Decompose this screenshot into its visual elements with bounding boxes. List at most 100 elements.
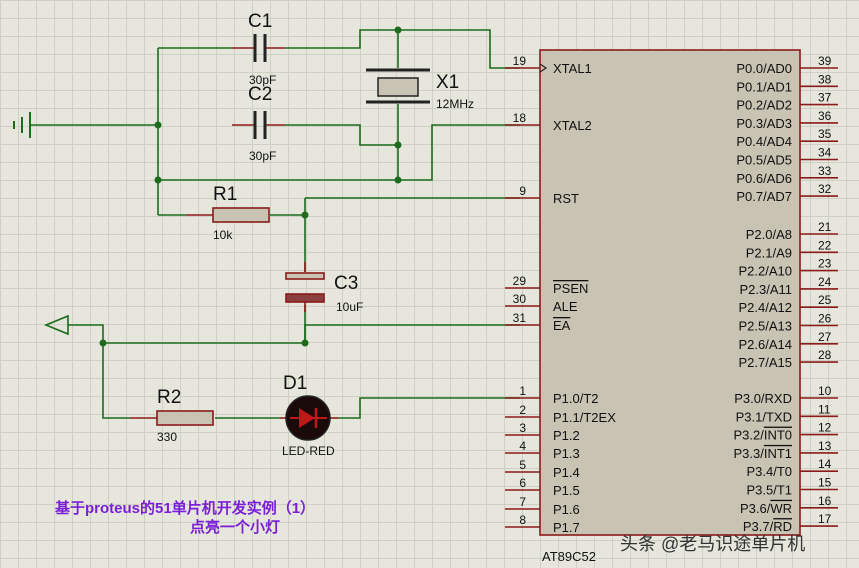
pin-name: P3.3/INT1 xyxy=(733,446,792,461)
x1-ref: X1 xyxy=(436,72,459,93)
pin-number: 23 xyxy=(818,257,832,271)
capacitor-c3[interactable]: C3 10uF xyxy=(285,262,363,314)
pin-name: P2.0/A8 xyxy=(746,227,792,242)
c1-value: 30pF xyxy=(249,73,276,87)
pin-number: 15 xyxy=(818,476,832,490)
pin-name: P2.1/A9 xyxy=(746,245,792,260)
pin-name: P1.5 xyxy=(553,483,580,498)
pin-number: 32 xyxy=(818,182,832,196)
r2-value: 330 xyxy=(157,430,177,444)
capacitor-c1[interactable]: C1 30pF xyxy=(232,11,285,87)
pin-name: P2.3/A11 xyxy=(739,282,792,297)
caption-line1: 基于proteus的51单片机开发实例（1） xyxy=(55,500,316,517)
junction-dot xyxy=(301,211,309,219)
pin-name: RST xyxy=(553,191,579,206)
ground-symbol xyxy=(13,112,31,138)
pin-number: 13 xyxy=(818,439,832,453)
c2-value: 30pF xyxy=(249,149,276,163)
c1-ref: C1 xyxy=(248,11,272,32)
pin-name: P2.7/A15 xyxy=(739,355,793,370)
pin-name: P3.5/T1 xyxy=(746,483,792,498)
watermark: 头条 @老马识途单片机 xyxy=(620,534,806,554)
pin-number: 1 xyxy=(519,384,526,398)
pin-number: 30 xyxy=(513,292,527,306)
pin-number: 29 xyxy=(513,274,527,288)
resistor-r1[interactable]: R1 10k xyxy=(186,184,270,242)
pin-name: P3.0/RXD xyxy=(734,391,792,406)
pin-number: 17 xyxy=(818,512,832,526)
pin-number: 8 xyxy=(519,513,526,527)
pin-number: 24 xyxy=(818,275,832,289)
pin-number: 34 xyxy=(818,146,832,160)
pin-number: 12 xyxy=(818,421,832,435)
pin-number: 2 xyxy=(519,403,526,417)
chip-body xyxy=(539,49,801,536)
resistor-r2[interactable]: R2 330 xyxy=(130,387,214,444)
c2-ref: C2 xyxy=(248,84,272,105)
pin-number: 6 xyxy=(519,476,526,490)
led-d1[interactable]: D1 LED-RED xyxy=(280,373,338,458)
pin-name: P1.4 xyxy=(553,465,580,480)
pin-number: 25 xyxy=(818,293,832,307)
c3-ref: C3 xyxy=(334,273,358,294)
x1-value: 12MHz xyxy=(436,97,474,111)
pin-name: P1.0/T2 xyxy=(553,391,599,406)
pin-number: 9 xyxy=(519,184,526,198)
d1-ref: D1 xyxy=(283,373,307,394)
pin-name: P0.5/AD5 xyxy=(736,153,792,168)
junction-dots xyxy=(99,26,402,347)
junction-dot xyxy=(394,176,402,184)
pin-number: 11 xyxy=(818,402,831,416)
pin-name: P3.1/TXD xyxy=(736,409,792,424)
pin-number: 36 xyxy=(818,109,832,123)
pin-number: 38 xyxy=(818,72,832,86)
r1-value: 10k xyxy=(213,228,233,242)
capacitor-c2[interactable]: C2 30pF xyxy=(232,84,285,163)
pin-name: P0.7/AD7 xyxy=(736,189,792,204)
pin-name: PSEN xyxy=(553,281,588,296)
pin-number: 10 xyxy=(818,384,832,398)
crystal-x1[interactable]: X1 12MHz xyxy=(366,68,474,111)
pin-number: 18 xyxy=(513,111,527,125)
